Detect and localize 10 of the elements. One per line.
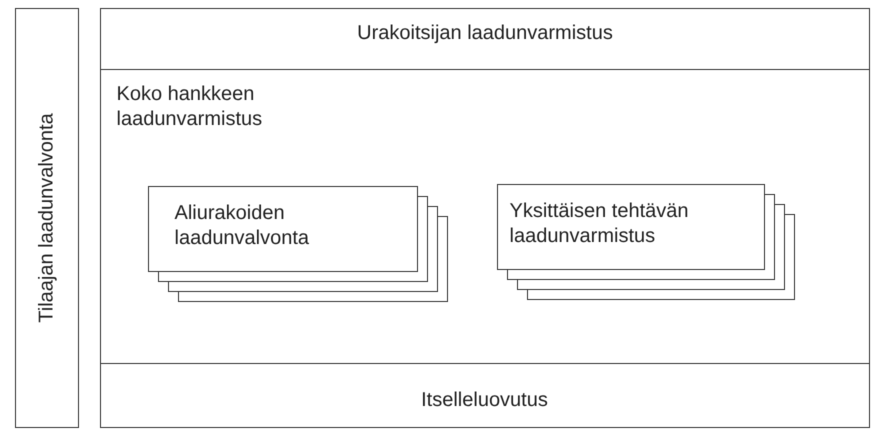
node-label: Itselleluovutus [421, 388, 548, 413]
side-box [15, 8, 79, 428]
node-label: Aliurakoiden laadunvalvonta [174, 201, 310, 251]
card-box [496, 184, 764, 270]
card-box [148, 186, 418, 272]
node-label: Tilaajan laadunvalvonta [34, 113, 58, 323]
node-label: Urakoitsijan laadunvarmistus [357, 21, 613, 46]
node-label: Koko hankkeen laadunvarmistus [116, 82, 264, 132]
node-label: Yksittäisen tehtävän laadunvarmistus [510, 199, 690, 249]
outer-box [100, 8, 870, 428]
